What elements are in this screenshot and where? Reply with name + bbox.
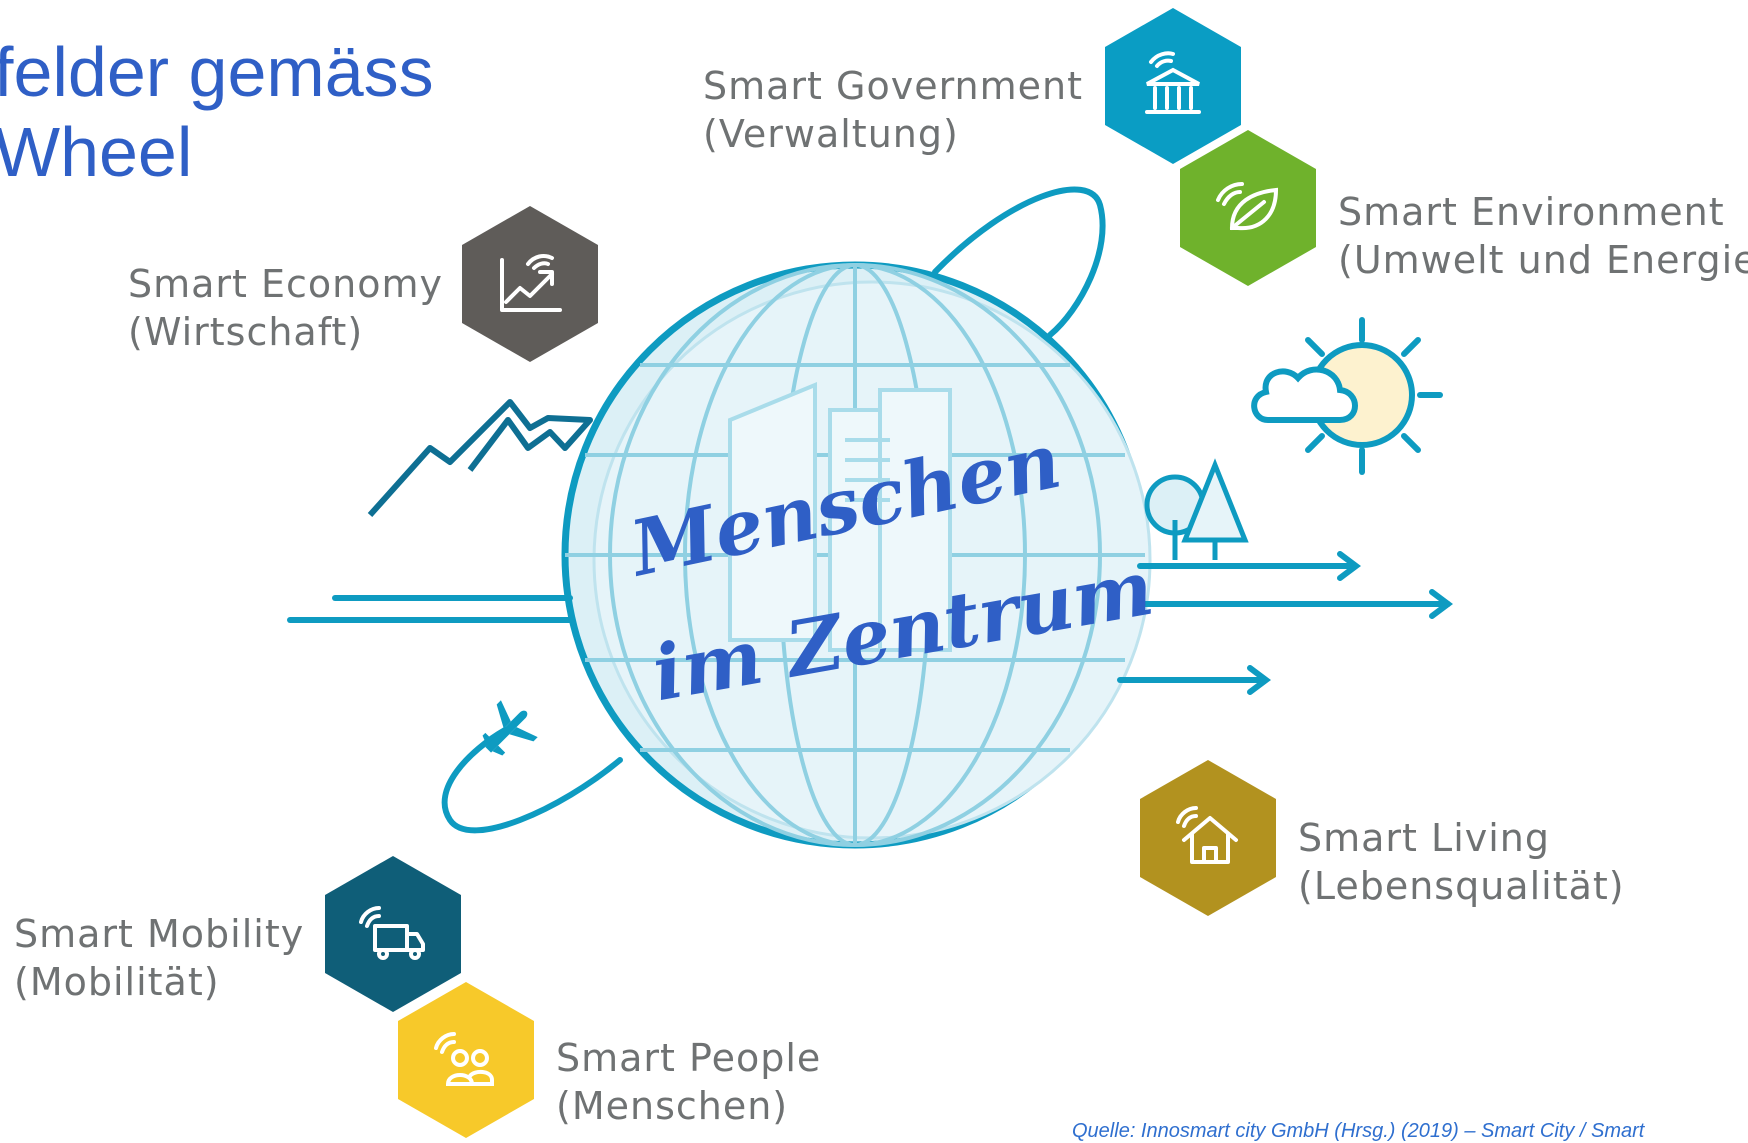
page-title: felder gemäss Wheel [0,32,434,192]
area-subtitle: (Verwaltung) [703,112,959,156]
label-smart-environment: Smart Environment (Umwelt und Energie) [1338,188,1748,284]
label-smart-people: Smart People (Menschen) [556,1034,821,1130]
label-smart-living: Smart Living (Lebensqualität) [1298,814,1625,910]
airplane-icon [482,700,538,756]
leaf-icon [1216,182,1279,231]
label-smart-mobility: Smart Mobility (Mobilität) [14,910,304,1006]
growth-chart-icon [500,254,562,312]
source-note: Quelle: Innosmart city GmbH (Hrsg.) (201… [1072,1120,1645,1142]
sun-cloud-icon [1251,317,1443,475]
people-icon [434,1032,494,1086]
title-line-2: Wheel [0,113,193,191]
area-name: Smart Economy [128,262,444,306]
orbit-ring-lower [441,727,623,834]
area-name: Smart Mobility [14,912,305,956]
trees [1144,458,1249,560]
area-name: Smart Living [1298,816,1551,860]
area-name: Smart Government [703,64,1084,108]
area-subtitle: (Umwelt und Energie) [1338,238,1748,282]
mountains [367,399,593,518]
area-subtitle: (Mobilität) [14,960,220,1004]
area-subtitle: (Wirtschaft) [128,310,364,354]
area-subtitle: (Menschen) [556,1084,789,1128]
truck-icon [359,906,425,960]
label-smart-economy: Smart Economy (Wirtschaft) [128,260,443,356]
area-subtitle: (Lebensqualität) [1298,864,1625,908]
house-icon [1176,806,1238,864]
globe [561,261,1152,849]
area-name: Smart People [556,1036,822,1080]
area-name: Smart Environment [1338,190,1725,234]
title-line-1: felder gemäss [0,33,434,111]
government-building-icon [1145,51,1201,114]
label-smart-government: Smart Government (Verwaltung) [703,62,1083,158]
orbit-ring [932,186,1106,338]
